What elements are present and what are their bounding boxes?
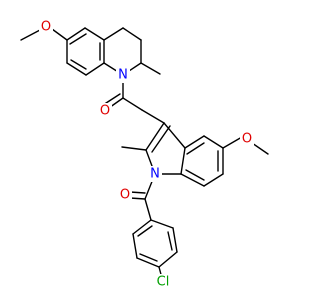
bond <box>167 231 173 251</box>
atom-oxygen-right-methoxy: O <box>240 131 254 147</box>
atom-label-oxygen: O <box>242 132 252 147</box>
bond <box>139 253 158 262</box>
atom-oxygen-carbonyl-bottom: O <box>118 187 132 203</box>
atom-oxygen-carbonyl-top: O <box>98 103 112 119</box>
bond <box>186 142 205 155</box>
atom-label-oxygen: O <box>100 104 110 119</box>
bond <box>103 27 124 41</box>
bond <box>129 191 146 194</box>
bond <box>203 173 224 187</box>
atom-label-oxygen: O <box>120 188 130 203</box>
atom-label-nitrogen: N <box>118 68 128 83</box>
bond <box>144 198 152 221</box>
bond <box>140 62 161 75</box>
atom-label-nitrogen: N <box>150 167 160 182</box>
bond <box>141 109 165 124</box>
bond <box>184 135 205 149</box>
structure-diagram: O N O O N O <box>20 19 269 290</box>
bond <box>51 28 68 41</box>
bond <box>185 169 205 181</box>
bond <box>132 233 138 259</box>
atom-label-oxygen: O <box>41 20 51 35</box>
bond <box>66 27 86 41</box>
molecule-canvas: O N O O N O <box>20 19 269 290</box>
bond <box>158 251 178 268</box>
bond <box>85 62 105 76</box>
bond <box>203 135 224 149</box>
atom-nitrogen-indole: N <box>148 166 162 182</box>
bond <box>20 29 41 41</box>
bond <box>66 62 87 76</box>
bond <box>145 122 165 151</box>
bond <box>163 122 186 149</box>
bond <box>132 219 152 235</box>
bond <box>136 257 160 268</box>
bond <box>137 225 153 237</box>
bond <box>122 97 143 111</box>
bond <box>129 197 146 200</box>
bond <box>69 33 87 45</box>
atom-chlorine: Cl <box>152 274 174 290</box>
bond <box>70 59 87 70</box>
bond <box>122 27 142 41</box>
bond <box>180 173 205 187</box>
bond <box>251 142 269 155</box>
atom-label-chlorine: Cl <box>157 275 170 290</box>
atom-nitrogen-quinoline: N <box>116 67 130 83</box>
bond <box>222 136 243 149</box>
bond <box>150 219 174 229</box>
bond <box>172 227 178 253</box>
bond-layer <box>20 27 269 283</box>
bond <box>121 146 147 151</box>
bond <box>84 27 105 41</box>
atom-oxygen-top-methoxy: O <box>39 19 53 35</box>
atom-layer: O N O O N O <box>39 19 254 290</box>
bond <box>180 147 186 175</box>
bond <box>151 125 171 153</box>
